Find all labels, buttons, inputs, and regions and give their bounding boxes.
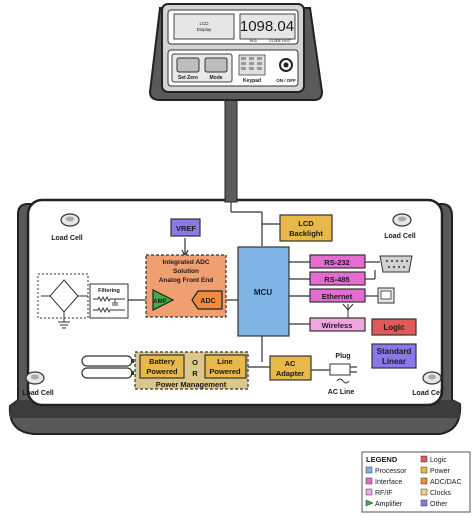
- load-cell-bl: Load Cell: [22, 371, 54, 397]
- set-zero-label: Set Zero: [178, 75, 198, 81]
- rs232-label: RS-232: [324, 258, 349, 267]
- wireless-label: Wireless: [322, 321, 353, 330]
- plug-label: Plug: [335, 353, 350, 360]
- battery-powered-label-1: Battery: [149, 357, 176, 366]
- ac-line-label: AC Line: [328, 389, 355, 396]
- load-cell-br: Load Cell: [412, 371, 444, 397]
- legend-title: LEGEND: [366, 455, 398, 464]
- load-cell-label: Load Cell: [22, 390, 54, 397]
- keypad-label: Keypad: [243, 78, 261, 84]
- line-powered-label-2: Powered: [209, 367, 241, 376]
- wireless-block: [309, 317, 366, 332]
- lcd-backlight-block: [279, 214, 333, 242]
- mode-button[interactable]: [204, 57, 228, 73]
- ethernet-block: [309, 288, 366, 303]
- bridge-circuit: [37, 273, 89, 329]
- mode-label: Mode: [209, 75, 222, 81]
- legend-item: RF/IF: [375, 490, 393, 497]
- display-head: LCD Display 1098.04 %LB GLOBE PAST Set Z…: [148, 3, 324, 101]
- serial-port-icon: [379, 255, 413, 273]
- legend-swatch: [420, 455, 428, 463]
- battery-powered-block: [139, 354, 185, 379]
- legend-item: Interface: [375, 479, 402, 486]
- legend-swatch: [365, 499, 374, 507]
- logic-label: Logic: [383, 323, 405, 332]
- ac-adapter-label-1: AC: [285, 359, 296, 368]
- mcu-block: [237, 246, 290, 337]
- unit-label-1: %LB: [249, 39, 257, 43]
- legend-swatch: [420, 466, 428, 474]
- ethernet-label: Ethernet: [322, 292, 353, 301]
- battery-powered-label-2: Powered: [146, 367, 178, 376]
- adc-title-3: Analog Front End: [159, 277, 214, 284]
- lcd-backlight-label-2: Backlight: [289, 229, 323, 238]
- filtering-label: Filtering: [98, 288, 120, 294]
- amp-label: AMP: [153, 299, 166, 305]
- rs485-block: [309, 271, 366, 286]
- load-cell-label: Load Cell: [412, 390, 444, 397]
- logic-block: [371, 318, 417, 336]
- or-label-1: O: [192, 358, 198, 367]
- weight-display: [239, 13, 296, 40]
- ac-adapter-block: [269, 355, 312, 381]
- line-powered-label-1: Line: [217, 357, 232, 366]
- ac-wave-icon: [336, 378, 350, 384]
- legend-swatch: [420, 477, 428, 485]
- vref-label: VREF: [176, 224, 196, 233]
- legend-item: Other: [430, 501, 448, 508]
- amp-triangle: [152, 289, 175, 311]
- load-cell-label: Load Cell: [384, 233, 416, 240]
- adc-title-1: Integrated ADC: [162, 259, 209, 266]
- ethernet-jack-icon: [377, 287, 395, 304]
- legend-swatch: [365, 488, 373, 496]
- rs232-block: [309, 254, 366, 269]
- legend-swatch: [365, 477, 373, 485]
- unit-label-2: GLOBE PAST: [269, 39, 292, 43]
- legend-item: Processor: [375, 468, 407, 475]
- legend-swatch: [420, 499, 428, 507]
- battery-icon: [81, 355, 134, 379]
- adc-label: ADC: [200, 298, 215, 305]
- lcd-label-2: Display: [197, 27, 213, 32]
- load-cell-label: Load Cell: [51, 235, 83, 242]
- plug-icon: [329, 363, 357, 376]
- legend-swatch: [365, 466, 373, 474]
- set-zero-button[interactable]: [176, 57, 200, 73]
- rs485-label: RS-485: [324, 275, 349, 284]
- legend-item: Amplifier: [375, 501, 403, 508]
- lcd-display: [173, 13, 235, 40]
- legend-item: Clocks: [430, 490, 452, 497]
- filter-resistors: [93, 295, 125, 314]
- standard-linear-block: [371, 343, 417, 369]
- standard-linear-label-1: Standard: [377, 347, 412, 356]
- legend-item: Logic: [430, 457, 447, 464]
- lcd-label-1: LCD: [199, 21, 209, 26]
- lcd-backlight-label-1: LCD: [298, 219, 314, 228]
- mcu-label: MCU: [254, 288, 272, 297]
- legend-item: Power: [430, 468, 451, 475]
- legend-swatch: [420, 488, 428, 496]
- pole: [224, 91, 238, 203]
- weight-readout: 1098.04: [240, 18, 294, 35]
- or-label-2: R: [192, 369, 198, 378]
- legend-item: ADC/DAC: [430, 479, 462, 486]
- load-cell-tl: Load Cell: [51, 213, 83, 242]
- vref-block: [170, 218, 201, 237]
- on-off-label: ON / OFF: [276, 78, 296, 83]
- keypad[interactable]: [238, 54, 266, 76]
- load-cell-tr: Load Cell: [384, 213, 416, 240]
- power-management-label: Power Management: [156, 380, 227, 389]
- antenna-icon: [342, 303, 354, 318]
- line-powered-block: [204, 354, 247, 379]
- legend: LEGEND Processor Logic Interface Power R…: [361, 451, 471, 513]
- adc-title-2: Solution: [173, 268, 199, 275]
- adc-block: [191, 290, 223, 310]
- ac-adapter-label-2: Adapter: [276, 369, 304, 378]
- standard-linear-label-2: Linear: [382, 357, 406, 366]
